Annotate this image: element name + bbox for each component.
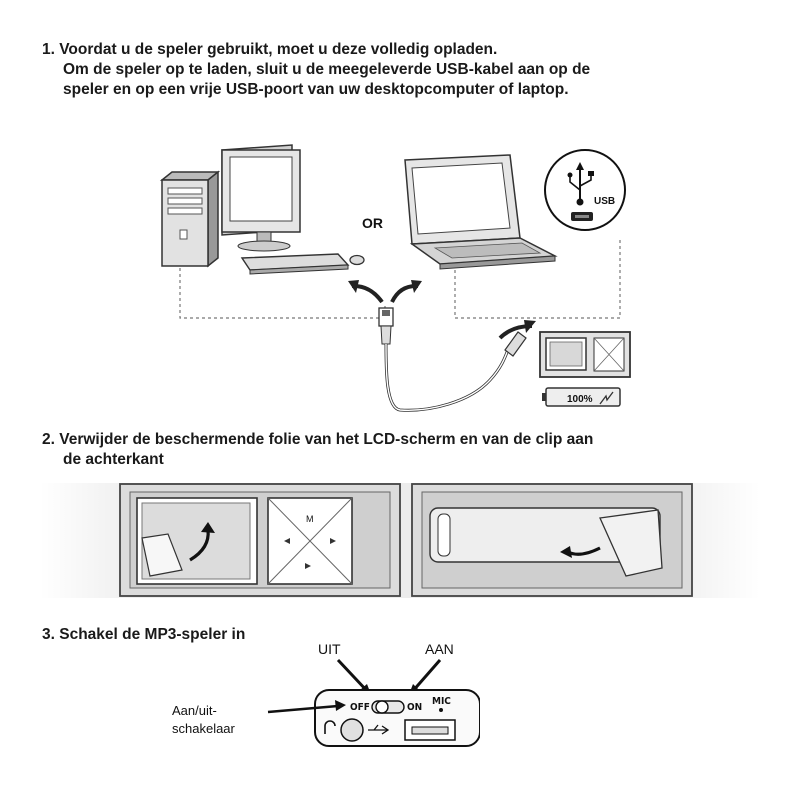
monitor-icon [221,144,301,252]
usb-port-icon: USB [544,149,626,231]
battery-icon: 100% [542,387,621,407]
keyboard-icon [240,253,350,275]
player-edge-icon: OFF ON MIC [314,689,480,747]
or-label: OR [362,215,383,231]
step-2-instructions: 2. Verwijder de beschermende folie van h… [42,430,593,470]
mic-label: MIC [432,696,451,707]
step-3-instructions: 3. Schakel de MP3-speler in [42,625,245,645]
aan-label: AAN [425,641,454,657]
desktop-tower-icon [159,170,221,268]
keypad-m-label: M [306,514,314,524]
switch-caption-line-2: schakelaar [172,721,236,736]
uit-label: UIT [318,641,341,657]
player-back-icon [411,483,693,597]
mp3-player-icon [539,331,631,378]
charging-illustration: OR USB [159,144,631,412]
step-1-line-3: speler en op een vrije USB-poort van uw … [63,81,569,98]
step-1-line-1: 1. Voordat u de speler gebruikt, moet u … [42,41,498,58]
switch-off-label: OFF [350,702,370,713]
film-removal-illustration: M [40,483,760,598]
switch-on-label: ON [407,702,422,713]
power-switch-illustration: UIT AAN OFF ON MIC Aan/uit- schakelaar [172,641,480,747]
switch-caption-line-1: Aan/uit- [172,703,217,718]
usb-cable-icon [378,307,527,412]
step-2-line-2: de achterkant [63,451,164,468]
mouse-icon [349,254,365,266]
step-3-line: 3. Schakel de MP3-speler in [42,626,246,643]
step-1-instructions: 1. Voordat u de speler gebruikt, moet u … [42,40,590,100]
player-front-icon: M [119,483,401,597]
step-1-line-2: Om de speler op te laden, sluit u de mee… [63,61,591,78]
laptop-icon [404,154,558,270]
step-2-line-1: 2. Verwijder de beschermende folie van h… [42,431,594,448]
usb-label: USB [594,196,615,207]
battery-label: 100% [567,394,593,405]
